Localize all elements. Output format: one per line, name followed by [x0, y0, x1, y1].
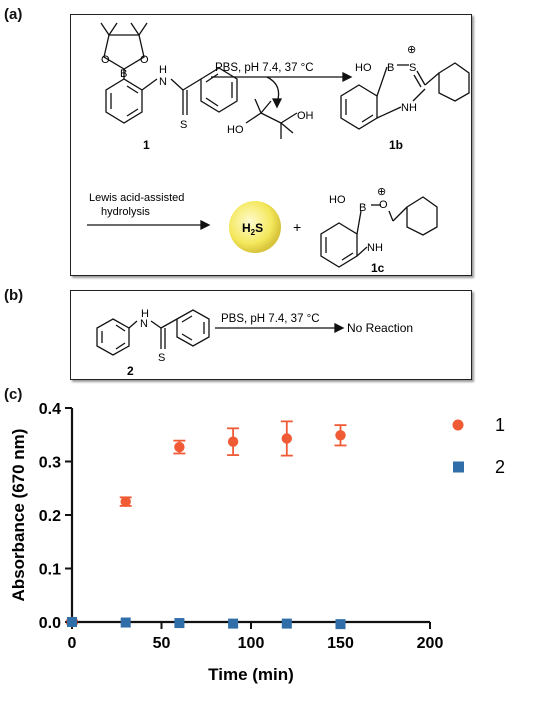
y-tick-label: 0.1: [39, 562, 61, 579]
data-point-series-2: [228, 618, 239, 629]
legend-label-2: 2: [495, 457, 505, 477]
phenyl-ring-1c: [406, 196, 438, 236]
atom-O2: O: [140, 54, 149, 66]
atom-OH-diol: OH: [297, 110, 314, 122]
atom-HO-1c: HO: [329, 194, 346, 206]
hydrolysis-line1: Lewis acid-assisted: [89, 192, 184, 204]
reagent-text-b: PBS, pH 7.4, 37 °C: [221, 313, 320, 325]
data-point-series-2: [174, 618, 185, 629]
data-point-series-2: [281, 618, 292, 629]
phenyl-ring-2b: [176, 309, 210, 347]
atom-H-2: H: [141, 308, 149, 320]
data-point-series-2: [120, 617, 131, 628]
atom-O-1c: O: [379, 199, 388, 211]
legend-label-1: 1: [495, 415, 505, 435]
data-point-series-1: [335, 430, 346, 441]
atom-HO-1b: HO: [355, 62, 372, 74]
x-tick-label: 150: [327, 635, 354, 652]
atom-B-1c: B: [359, 202, 366, 214]
scheme-b-box: H N S 2 PBS, pH 7.4, 37 °C No Reaction: [70, 290, 472, 380]
atom-B-1b: B: [387, 62, 394, 74]
atom-HO-diol: HO: [227, 124, 244, 136]
atom-NH-1b: NH: [401, 102, 417, 114]
scheme-a-box: O O B H N S 1 PBS, pH 7.4, 37 °C HO OH H…: [70, 14, 472, 276]
h2s-sphere: [229, 201, 281, 253]
data-point-series-2: [67, 617, 77, 627]
data-point-series-1: [281, 433, 292, 444]
data-point-series-1: [227, 436, 239, 447]
no-reaction-text: No Reaction: [347, 321, 413, 335]
atom-S-1b: S: [409, 62, 416, 74]
atom-NH-1c: NH: [367, 242, 383, 254]
charge-1c: ⊕: [377, 186, 386, 198]
phenyl-ring-1b: [438, 62, 470, 102]
phenyl-ring-1: [200, 67, 238, 113]
y-tick-label: 0.4: [39, 401, 61, 418]
x-tick-label: 50: [153, 635, 171, 652]
legend-marker-1: [452, 419, 464, 431]
x-tick-label: 0: [68, 635, 77, 652]
atom-N-2: N: [140, 318, 148, 330]
compound-1b-label: 1b: [389, 138, 403, 152]
atom-S-2: S: [158, 352, 165, 364]
data-point-series-1: [120, 496, 131, 507]
compound-1c-label: 1c: [371, 261, 385, 275]
panel-c-label: (c): [4, 386, 23, 403]
atom-S1: S: [180, 119, 187, 131]
panel-b-label: (b): [4, 287, 24, 304]
hydrolysis-line2: hydrolysis: [101, 206, 150, 218]
legend-marker-2: [453, 461, 464, 473]
scheme-b-drawing: H N S 2 PBS, pH 7.4, 37 °C No Reaction: [96, 308, 413, 378]
y-tick-label: 0.0: [39, 615, 61, 632]
data-point-series-1: [174, 441, 185, 453]
h2s-label: H2S: [242, 221, 263, 237]
plus-sign: +: [293, 219, 301, 235]
atom-H1: H: [159, 64, 167, 76]
x-tick-label: 100: [238, 635, 265, 652]
panel-a-label: (a): [4, 6, 23, 23]
data-point-series-2: [335, 619, 346, 630]
boronate-ring: [103, 34, 145, 70]
compound-1-label: 1: [143, 138, 150, 152]
y-tick-label: 0.2: [39, 508, 61, 525]
charge-1b: ⊕: [407, 44, 416, 56]
compound-2-label: 2: [127, 364, 134, 378]
atom-N1: N: [159, 76, 167, 88]
scheme-a-drawing: O O B H N S 1 PBS, pH 7.4, 37 °C HO OH H…: [87, 22, 470, 275]
y-tick-label: 0.3: [39, 455, 61, 472]
atom-O1: O: [101, 54, 110, 66]
reagent-text-a: PBS, pH 7.4, 37 °C: [215, 62, 314, 74]
x-tick-label: 200: [417, 635, 444, 652]
x-axis-label: Time (min): [208, 665, 294, 684]
atom-B1: B: [120, 68, 127, 80]
y-axis-label: Absorbance (670 nm): [9, 429, 28, 602]
